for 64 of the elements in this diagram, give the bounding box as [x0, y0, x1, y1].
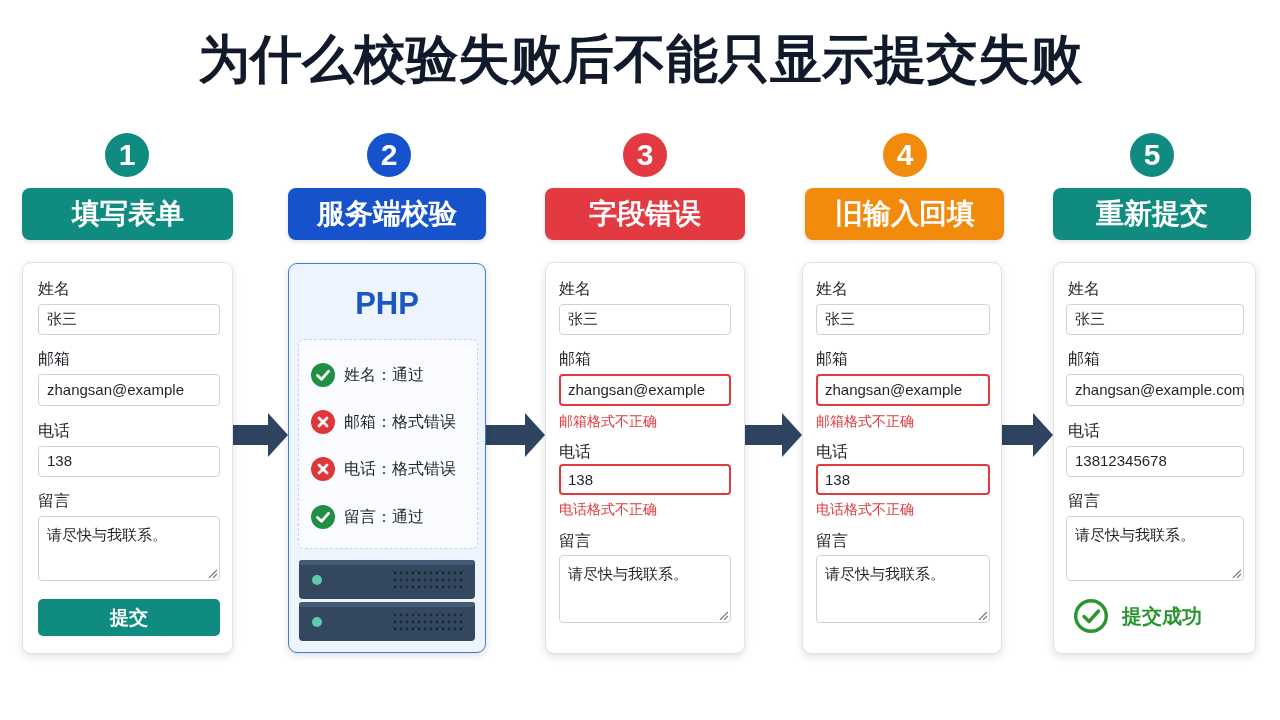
field-label: 电话: [559, 442, 591, 462]
field-label: 邮箱: [816, 349, 848, 369]
input-field: zhangsan@example.com: [1066, 374, 1244, 406]
field-label: 留言: [816, 531, 848, 551]
field-label: 邮箱: [38, 349, 70, 369]
success-message: 提交成功: [1122, 604, 1202, 628]
step-header: 旧输入回填: [805, 188, 1004, 240]
form-card: [1053, 262, 1256, 654]
textarea-field: 请尽快与我联系。: [559, 555, 731, 623]
field-label: 电话: [1068, 421, 1100, 441]
server-panel: [288, 263, 486, 653]
submit-button: 提交: [38, 599, 220, 636]
step-header: 填写表单: [22, 188, 233, 240]
input-field: 张三: [816, 304, 990, 335]
field-label: 姓名: [1068, 279, 1100, 299]
step-header: 服务端校验: [288, 188, 486, 240]
error-message: 电话格式不正确: [559, 500, 657, 518]
status-text: 邮箱：格式错误: [344, 412, 456, 432]
input-field: 13812345678: [1066, 446, 1244, 477]
arrow: [1002, 413, 1053, 457]
title: 为什么校验失败后不能只显示提交失败: [198, 29, 1082, 90]
input-field: 张三: [1066, 304, 1244, 335]
status-text: 姓名：通过: [344, 365, 424, 385]
error-message: 邮箱格式不正确: [559, 412, 657, 430]
arrow: [745, 413, 802, 457]
input-field: 张三: [559, 304, 731, 335]
field-label: 姓名: [816, 279, 848, 299]
step-number-badge: 1: [105, 133, 149, 177]
input-field: zhangsan@example: [38, 374, 220, 406]
status-text: 留言：通过: [344, 507, 424, 527]
step-number-badge: 2: [367, 133, 411, 177]
error-message: 邮箱格式不正确: [816, 412, 914, 430]
field-label: 邮箱: [1068, 349, 1100, 369]
field-label: 留言: [38, 491, 70, 511]
textarea-field: 请尽快与我联系。: [38, 516, 220, 581]
step-header: 重新提交: [1053, 188, 1251, 240]
input-field: zhangsan@example: [559, 374, 731, 406]
field-label: 姓名: [559, 279, 591, 299]
arrow: [486, 413, 545, 457]
field-label: 留言: [1068, 491, 1100, 511]
arrow: [233, 413, 288, 457]
field-label: 留言: [559, 531, 591, 551]
input-field: zhangsan@example: [816, 374, 990, 406]
textarea-field: 请尽快与我联系。: [816, 555, 990, 623]
language-label: PHP: [355, 286, 419, 322]
form-card: [545, 262, 745, 654]
form-card: [802, 262, 1002, 654]
step-number-badge: 5: [1130, 133, 1174, 177]
input-field: 138: [816, 464, 990, 495]
error-message: 电话格式不正确: [816, 500, 914, 518]
field-label: 电话: [38, 421, 70, 441]
field-label: 电话: [816, 442, 848, 462]
field-label: 姓名: [38, 279, 70, 299]
input-field: 138: [38, 446, 220, 477]
field-label: 邮箱: [559, 349, 591, 369]
input-field: 张三: [38, 304, 220, 335]
step-number-badge: 4: [883, 133, 927, 177]
step-header: 字段错误: [545, 188, 745, 240]
step-number-badge: 3: [623, 133, 667, 177]
status-text: 电话：格式错误: [344, 459, 456, 479]
form-card: [22, 262, 233, 654]
validation-result-list: [298, 339, 478, 549]
textarea-field: 请尽快与我联系。: [1066, 516, 1244, 581]
input-field: 138: [559, 464, 731, 495]
